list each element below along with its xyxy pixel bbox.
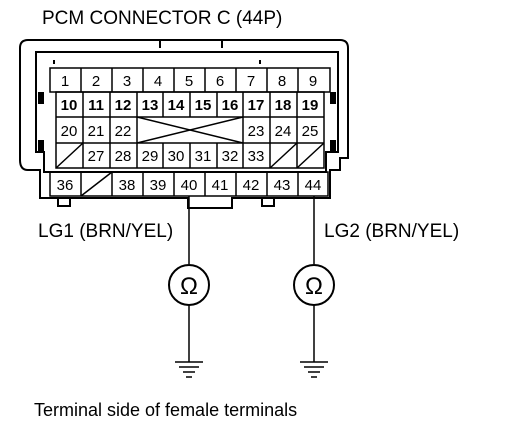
probe-label-lg2: LG2 (BRN/YEL): [324, 221, 459, 242]
terminal-7: 7: [247, 73, 255, 90]
ground-icon: [175, 361, 203, 378]
terminal-33: 33: [248, 148, 265, 165]
terminal-29: 29: [142, 148, 159, 165]
diagram-caption: Terminal side of female terminals: [34, 400, 297, 420]
terminal-6: 6: [216, 73, 224, 90]
svg-text:Ω: Ω: [305, 273, 323, 300]
right-lock-tab-lower: [330, 140, 336, 152]
terminal-24: 24: [275, 123, 292, 140]
terminal-32: 32: [222, 148, 239, 165]
terminal-1: 1: [61, 73, 69, 90]
terminal-36: 36: [57, 177, 74, 194]
terminal-11: 11: [88, 97, 104, 114]
terminal-2: 2: [92, 73, 100, 90]
terminal-13: 13: [142, 97, 159, 114]
terminal-31: 31: [195, 148, 212, 165]
terminal-5: 5: [185, 73, 193, 90]
terminal-row-5: 36 38 39 40 41 42 43 44: [57, 177, 322, 194]
terminal-20: 20: [61, 123, 78, 140]
terminal-row-1: 1 2 3 4 5 6 7 8 9: [61, 73, 317, 90]
probe-lg2: LG2 (BRN/YEL) Ω: [293, 196, 459, 378]
probe-lg1: LG1 (BRN/YEL) Ω: [38, 196, 210, 378]
terminal-41: 41: [212, 177, 229, 194]
probe-label-lg1: LG1 (BRN/YEL): [38, 221, 173, 242]
terminal-14: 14: [168, 97, 185, 114]
terminal-38: 38: [119, 177, 136, 194]
right-lock-tab: [330, 92, 336, 104]
terminal-10: 10: [61, 97, 78, 114]
ground-icon: [300, 361, 328, 378]
terminal-19: 19: [302, 97, 319, 114]
left-lock-tab-lower: [38, 140, 44, 152]
terminal-25: 25: [302, 123, 319, 140]
diagram-title: PCM CONNECTOR C (44P): [42, 8, 282, 29]
terminal-30: 30: [168, 148, 185, 165]
terminal-42: 42: [243, 177, 260, 194]
terminal-21: 21: [88, 123, 105, 140]
terminal-44: 44: [305, 177, 322, 194]
terminal-17: 17: [248, 97, 265, 114]
terminal-22: 22: [115, 123, 132, 140]
terminal-row-2: 10 11 12 13 14 15 16 17 18 19: [61, 97, 319, 114]
terminal-28: 28: [115, 148, 132, 165]
terminal-4: 4: [154, 73, 162, 90]
terminal-8: 8: [278, 73, 286, 90]
terminal-43: 43: [274, 177, 291, 194]
svg-text:Ω: Ω: [180, 273, 198, 300]
terminal-row-3: 20 21 22 23 24 25: [61, 123, 319, 140]
terminal-40: 40: [181, 177, 198, 194]
terminal-row-4: 27 28 29 30 31 32 33: [88, 148, 265, 165]
terminal-15: 15: [195, 97, 212, 114]
terminal-9: 9: [309, 73, 317, 90]
ohmmeter-icon: Ω: [168, 264, 210, 306]
terminal-grid: [49, 67, 331, 197]
terminal-23: 23: [248, 123, 265, 140]
terminal-27: 27: [88, 148, 105, 165]
terminal-39: 39: [150, 177, 167, 194]
terminal-12: 12: [115, 97, 132, 114]
left-lock-tab: [38, 92, 44, 104]
terminal-16: 16: [222, 97, 239, 114]
terminal-18: 18: [275, 97, 292, 114]
terminal-3: 3: [123, 73, 131, 90]
ohmmeter-icon: Ω: [293, 264, 335, 306]
